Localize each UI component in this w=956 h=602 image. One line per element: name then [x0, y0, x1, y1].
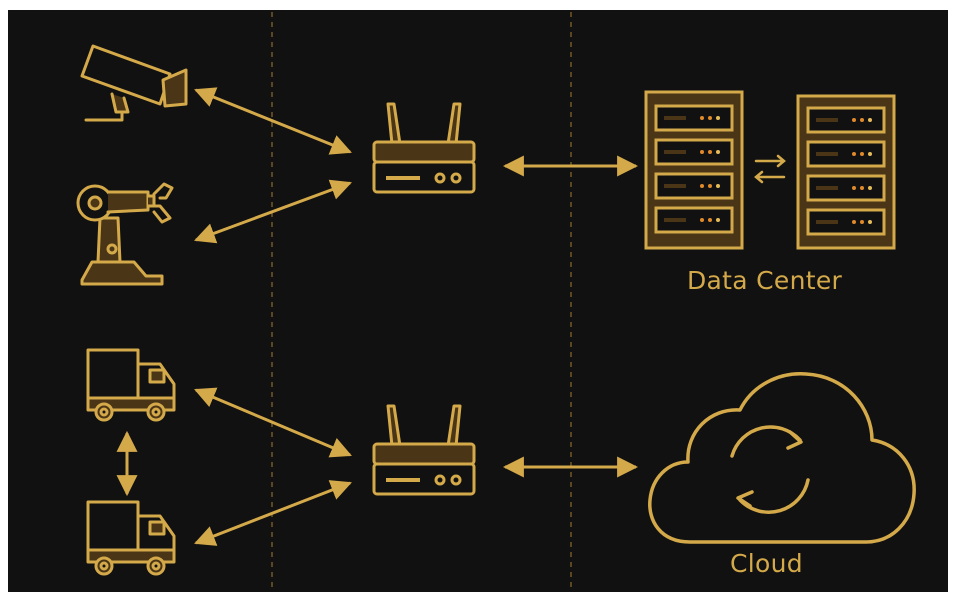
server-units-right — [806, 106, 886, 236]
server-rack-icon-left — [644, 90, 744, 250]
bidirectional-arrows-icon — [754, 154, 786, 184]
server-rack-icon-right — [796, 94, 896, 250]
network-diagram-canvas: Data Center Cloud — [8, 10, 948, 592]
arrow-camera-router — [194, 87, 352, 155]
arrow-truck-router — [194, 387, 352, 458]
diagram-svg — [76, 12, 916, 592]
arrow-robot-router — [194, 179, 352, 244]
truck-icon-top — [86, 348, 176, 422]
security-camera-icon — [80, 44, 188, 122]
cloud-label: Cloud — [730, 549, 803, 578]
arrow-truck2-router — [194, 480, 352, 546]
wifi-router-icon-top — [372, 102, 476, 194]
cloud-sync-icon — [648, 372, 916, 544]
data-center-label: Data Center — [687, 266, 843, 295]
cloud-shape — [648, 372, 916, 544]
sync-arrows-icon — [730, 425, 810, 514]
truck-icon-bottom — [86, 500, 176, 576]
connection-arrows — [116, 87, 639, 546]
wifi-router-icon-bottom — [372, 404, 476, 496]
server-units-left — [654, 104, 734, 234]
robotic-arm-icon — [76, 182, 174, 286]
